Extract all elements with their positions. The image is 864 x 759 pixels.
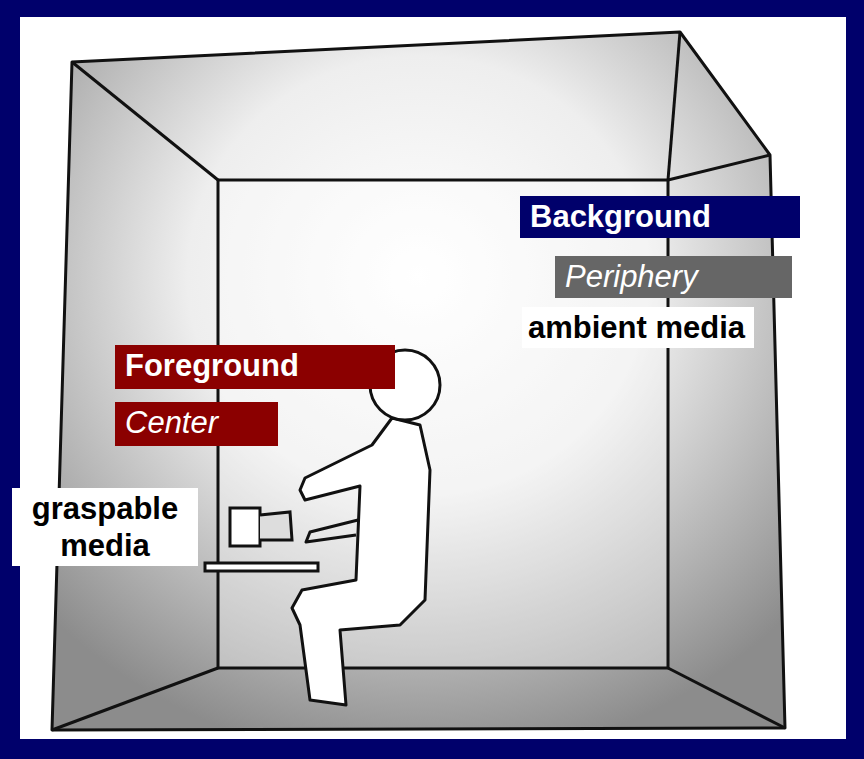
seated-person: [292, 350, 440, 705]
white-panel: [20, 17, 846, 739]
band-text: Background: [530, 198, 790, 235]
room-walls: [52, 32, 785, 730]
label-text: graspable media: [18, 490, 192, 564]
band-text: Center: [125, 404, 268, 441]
foreground-band: Foreground: [115, 345, 395, 389]
computer-symbol: [205, 508, 318, 571]
band-text: Foreground: [125, 347, 385, 384]
background-band: Background: [520, 196, 800, 238]
center-band: Center: [115, 402, 278, 446]
room-edges: [52, 32, 785, 730]
ambient-media-label: ambient media: [522, 307, 754, 348]
periphery-band: Periphery: [555, 256, 792, 298]
band-text: Periphery: [565, 258, 782, 295]
graspable-media-label: graspable media: [12, 488, 198, 566]
label-text: ambient media: [528, 309, 748, 346]
